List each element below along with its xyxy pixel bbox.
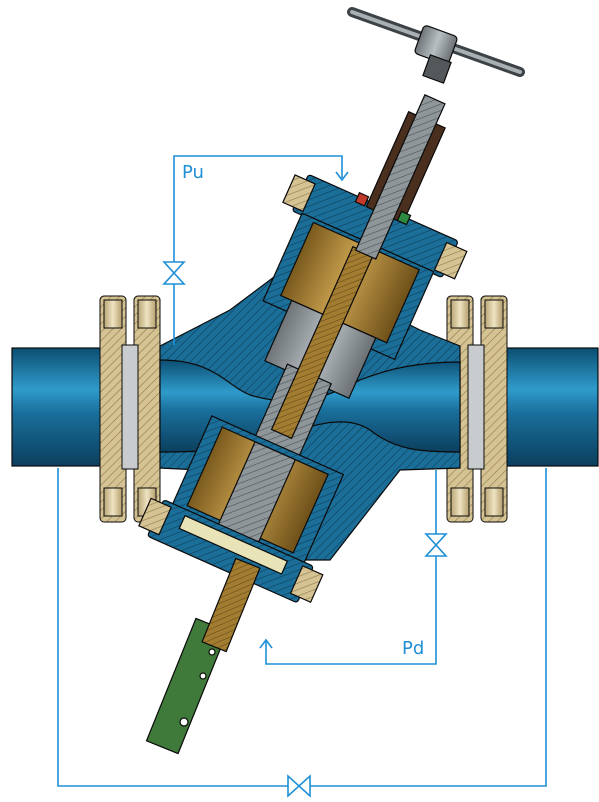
handwheel-icon[interactable] [347, 7, 525, 84]
downstream-impulse-line [259, 470, 437, 665]
outlet-pipe [491, 347, 599, 467]
needle-valve-icon[interactable] [162, 261, 186, 285]
valve-cartridge [138, 94, 468, 604]
lower-handle[interactable] [145, 557, 261, 755]
inlet-flange [99, 295, 161, 523]
pd-label: Pd [402, 638, 424, 659]
upstream-impulse-line [173, 155, 349, 345]
gate-valve-symbol-icon[interactable] [287, 774, 311, 798]
needle-valve-icon[interactable] [424, 533, 448, 557]
pu-label: Pu [182, 162, 204, 183]
